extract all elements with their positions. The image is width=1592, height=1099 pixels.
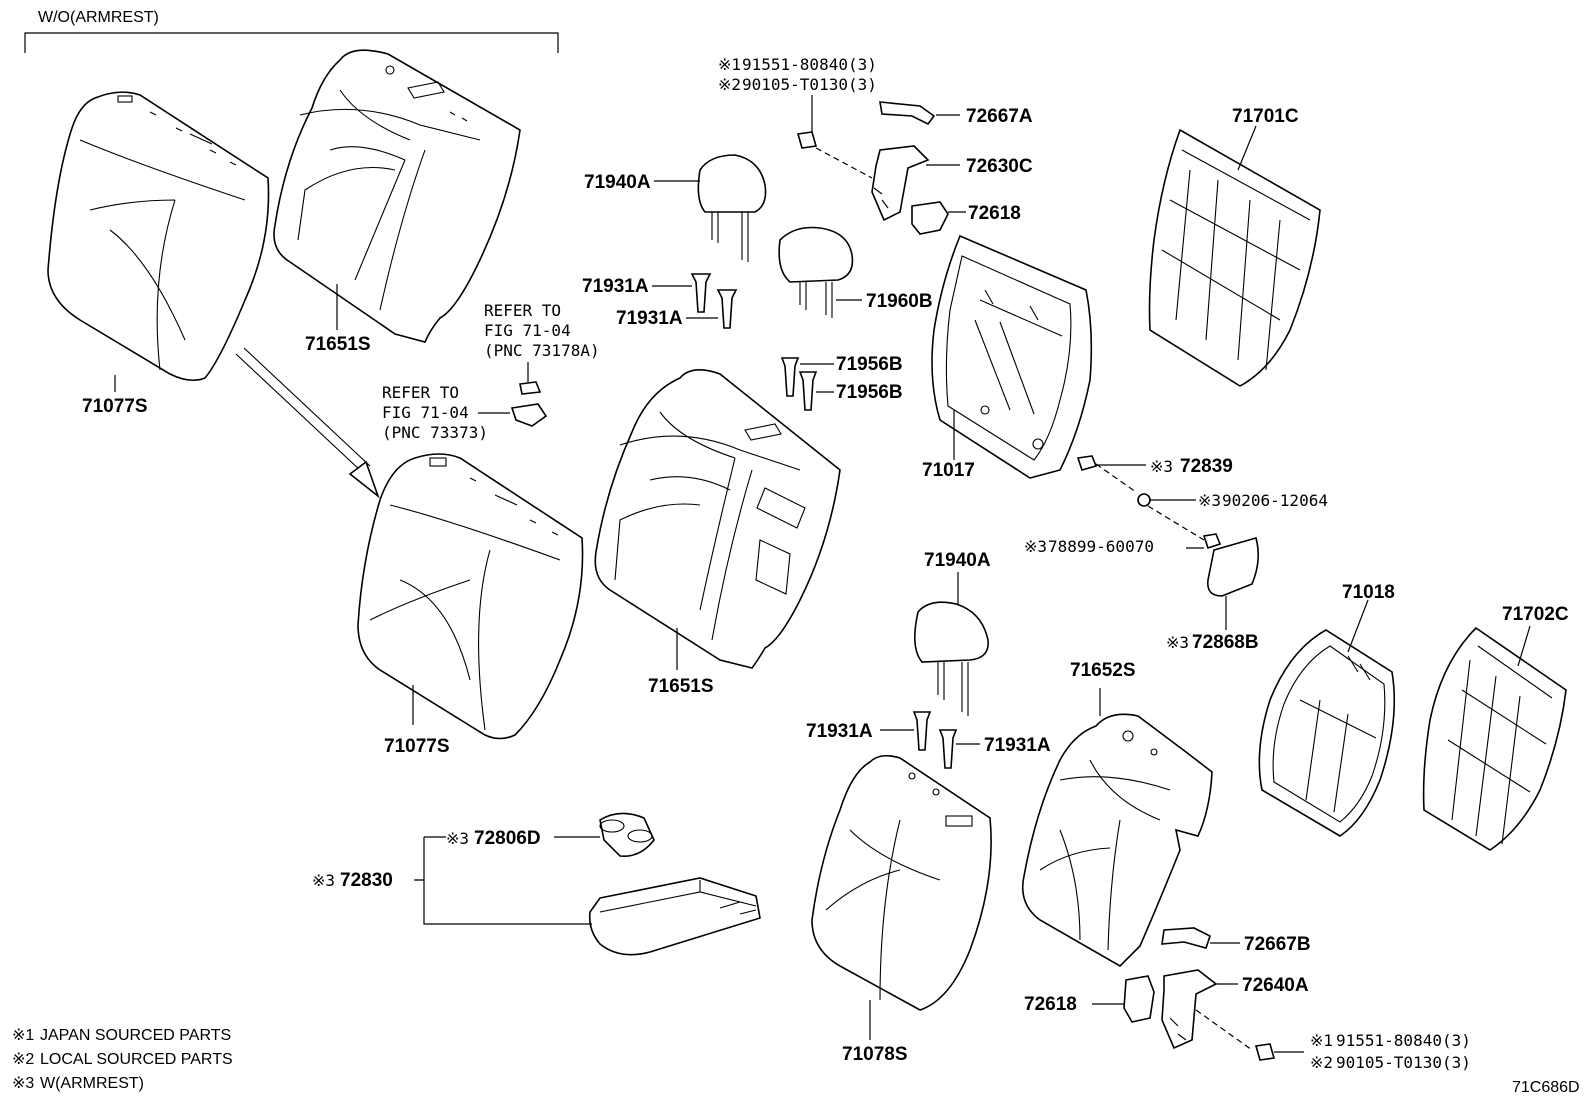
seatback-71078s: 71078S (811, 754, 992, 1065)
guides-71931a-low: 71931A 71931A (806, 711, 1051, 769)
fastener-bottom-2: 90105-T0130(3) (1336, 1053, 1471, 1072)
variant-bracket: W/O(ARMREST) (24, 9, 559, 53)
label-72618-low: 72618 (1024, 994, 1077, 1015)
label-71956b-b: 71956B (836, 382, 903, 403)
label-72630c: 72630C (966, 156, 1033, 177)
label-71017: 71017 (922, 460, 975, 481)
headrest-71960b: 71960B (778, 226, 933, 318)
fastener-bottom-1: 91551-80840(3) (1336, 1031, 1471, 1050)
label-72806d: 72806D (474, 828, 541, 849)
mark-72830: ※3 (312, 871, 335, 890)
part-72667b: 72667B (1161, 927, 1311, 955)
mark-72839: ※3 (1150, 457, 1173, 476)
refer-a-line1: REFER TO (484, 301, 561, 320)
refer-a-line3: (PNC 73178A) (484, 341, 600, 360)
legend-2-text: LOCAL SOURCED PARTS (40, 1051, 233, 1068)
board-71701c: 71701C (1148, 106, 1321, 387)
variant-label: W/O(ARMREST) (38, 9, 159, 26)
label-71702c: 71702C (1502, 604, 1569, 625)
label-71931a-c: 71931A (806, 721, 873, 742)
headrest-71940a-top: 71940A (584, 154, 767, 262)
mark-78899: ※3 (1024, 537, 1047, 556)
legend-1-text: JAPAN SOURCED PARTS (40, 1027, 231, 1044)
seatback-cover-71652s: 71652S (1021, 660, 1213, 967)
legend-2-mark: ※2 (12, 1051, 34, 1068)
legend-3-text: W(ARMREST) (40, 1075, 144, 1092)
diagram-code: 71C686D (1512, 1079, 1580, 1096)
seatback-cover-71651s-top: 71651S (273, 49, 521, 355)
fastener-bottom-1-mark: ※1 (1310, 1031, 1333, 1050)
part-72667a: 72667A (879, 101, 1033, 127)
part-72640a: 72640A (1161, 969, 1309, 1050)
label-71931a-a: 71931A (582, 276, 649, 297)
label-72667a: 72667A (966, 106, 1033, 127)
part-72618-top: 72618 (911, 201, 1021, 235)
label-71652s: 71652S (1070, 660, 1136, 681)
label-71960b: 71960B (866, 291, 933, 312)
label-71940a-low: 71940A (924, 550, 991, 571)
refer-b-line2: FIG 71-04 (382, 403, 469, 422)
fasteners-top: ※1 91551-80840(3) ※2 90105-T0130(3) (718, 55, 877, 179)
guides-71956b: 71956B 71956B (780, 354, 903, 411)
board-71702c: 71702C (1422, 604, 1569, 851)
label-72830: 72830 (340, 870, 393, 891)
label-71940a-top: 71940A (584, 172, 651, 193)
frame-71017: 71017 (922, 234, 1093, 481)
mark-72868b: ※3 (1166, 633, 1189, 652)
refer-block-73373: REFER TO FIG 71-04 (PNC 73373) (382, 383, 548, 442)
fastener-top-1-mark: ※1 (718, 55, 741, 74)
seatback-71077s-top: 71077S (47, 91, 270, 417)
label-71701c: 71701C (1232, 106, 1299, 127)
part-72868b: ※3 72868B (1166, 537, 1260, 653)
label-71077s-mid: 71077S (384, 736, 450, 757)
label-72868b: 72868B (1192, 632, 1259, 653)
frame-71018: 71018 (1258, 582, 1396, 837)
fastener-bottom-2-mark: ※2 (1310, 1053, 1333, 1072)
fasteners-bottom: ※1 91551-80840(3) ※2 90105-T0130(3) (1195, 1009, 1471, 1072)
label-78899: 78899-60070 (1048, 537, 1154, 556)
refer-block-73178a: REFER TO FIG 71-04 (PNC 73178A) (484, 301, 600, 395)
label-90206: 90206-12064 (1222, 491, 1328, 510)
seatback-cover-71651s-mid: 71651S (594, 369, 841, 697)
guides-71931a-top: 71931A 71931A (582, 273, 738, 329)
label-72618-top: 72618 (968, 203, 1021, 224)
fastener-top-1: 91551-80840(3) (742, 55, 877, 74)
label-72667b: 72667B (1244, 934, 1311, 955)
mark-72806d: ※3 (446, 829, 469, 848)
legend-3-mark: ※3 (12, 1075, 34, 1092)
part-72618-low: 72618 (1024, 975, 1155, 1023)
label-71931a-d: 71931A (984, 735, 1051, 756)
seatback-71077s-mid: 71077S (357, 453, 584, 757)
armrest-72830: ※3 72830 (312, 836, 761, 956)
direction-arrow (235, 347, 380, 499)
label-71018: 71018 (1342, 582, 1395, 603)
label-71931a-b: 71931A (616, 308, 683, 329)
label-72839: 72839 (1180, 456, 1233, 477)
part-72630c: 72630C (871, 145, 1033, 222)
label-71078s: 71078S (842, 1044, 908, 1065)
label-71651s-mid: 71651S (648, 676, 714, 697)
cup-holder-72806d: ※3 72806D (446, 812, 655, 857)
label-71956b-a: 71956B (836, 354, 903, 375)
fastener-top-2-mark: ※2 (718, 75, 741, 94)
label-71651s-top: 71651S (305, 334, 371, 355)
label-72640a: 72640A (1242, 975, 1309, 996)
refer-b-line3: (PNC 73373) (382, 423, 488, 442)
refer-b-line1: REFER TO (382, 383, 459, 402)
fastener-top-2: 90105-T0130(3) (742, 75, 877, 94)
legend-1-mark: ※1 (12, 1027, 34, 1044)
legend: ※1 JAPAN SOURCED PARTS ※2 LOCAL SOURCED … (12, 1027, 233, 1092)
label-71077s-top: 71077S (82, 396, 148, 417)
mark-90206: ※3 (1198, 491, 1221, 510)
headrest-71940a-low: 71940A (914, 550, 991, 716)
fasteners-right: ※3 72839 ※3 90206-12064 ※3 78899-60070 (1024, 455, 1328, 556)
refer-a-line2: FIG 71-04 (484, 321, 571, 340)
